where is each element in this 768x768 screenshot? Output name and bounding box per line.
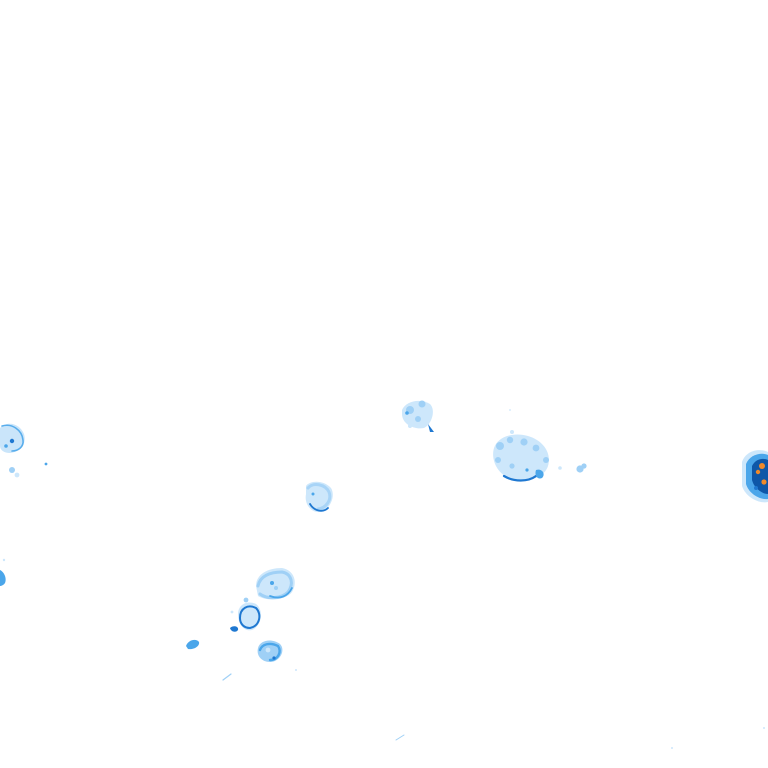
precip-cell xyxy=(230,597,261,632)
precip-cell xyxy=(0,423,48,478)
precip-cell xyxy=(257,640,283,662)
precip-cell xyxy=(305,481,333,513)
precip-cell xyxy=(222,409,765,749)
precip-cell xyxy=(256,568,295,600)
precip-cell xyxy=(186,639,200,650)
precip-cell xyxy=(742,450,768,503)
precip-cell xyxy=(402,400,434,432)
precip-cell xyxy=(0,558,6,586)
precip-cell xyxy=(493,430,587,482)
